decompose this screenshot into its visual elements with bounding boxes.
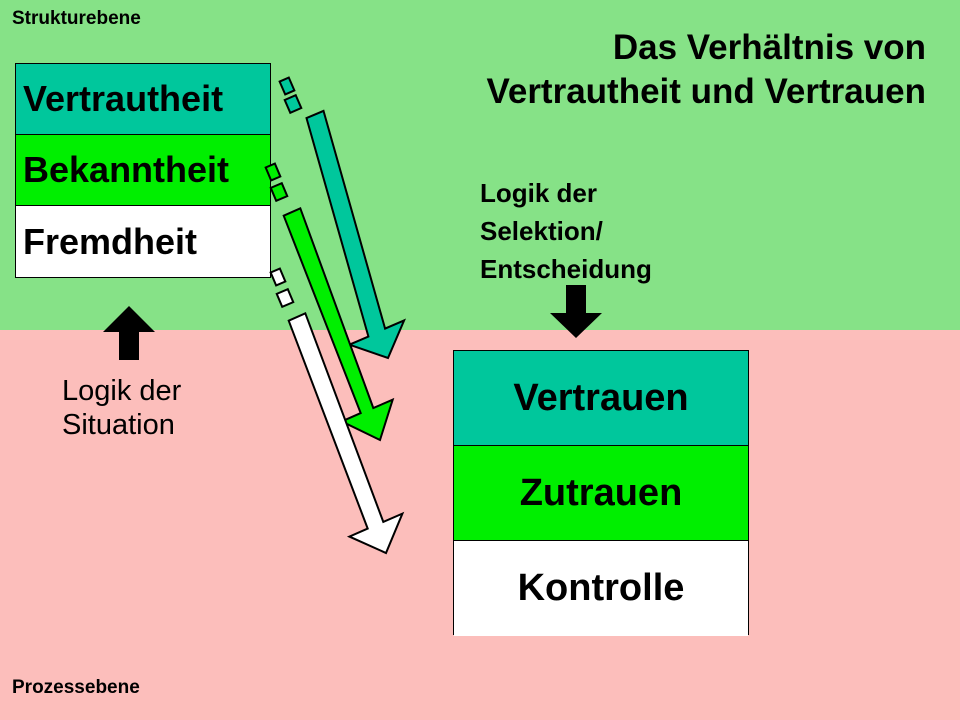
process-stack: Vertrauen Zutrauen Kontrolle (453, 350, 749, 636)
cell-fremdheit: Fremdheit (16, 206, 270, 277)
arrow-vertrautheit-to-vertrauen (278, 76, 407, 360)
title-line-2: Vertrautheit und Vertrauen (486, 72, 926, 111)
title-line-1: Das Verhältnis von (612, 28, 926, 67)
cell-vertrautheit: Vertrautheit (16, 64, 270, 135)
cell-bekanntheit: Bekanntheit (16, 135, 270, 206)
situation-logic-line-1: Logik der (62, 375, 182, 407)
situation-logic-line-2: Situation (62, 409, 175, 441)
selection-logic-line-3: Entscheidung (480, 254, 652, 284)
arrow-bekanntheit-to-zutrauen (264, 162, 395, 442)
structure-level-label: Strukturebene (12, 8, 141, 29)
arrow-down-icon (550, 285, 602, 338)
situation-logic-label: Logik der Situation (62, 374, 181, 442)
selection-logic-line-2: Selektion/ (480, 216, 603, 246)
cell-zutrauen: Zutrauen (454, 446, 748, 541)
cell-kontrolle: Kontrolle (454, 541, 748, 636)
arrow-fremdheit-to-kontrolle (269, 267, 405, 555)
selection-logic-label: Logik der Selektion/ Entscheidung (480, 174, 652, 288)
cell-vertrauen: Vertrauen (454, 351, 748, 446)
structure-stack: Vertrautheit Bekanntheit Fremdheit (15, 63, 271, 278)
selection-logic-line-1: Logik der (480, 178, 598, 208)
diagram-title: Das Verhältnis von Vertrautheit und Vert… (486, 26, 926, 114)
arrow-up-icon (103, 306, 155, 360)
process-level-label: Prozessebene (12, 677, 140, 698)
